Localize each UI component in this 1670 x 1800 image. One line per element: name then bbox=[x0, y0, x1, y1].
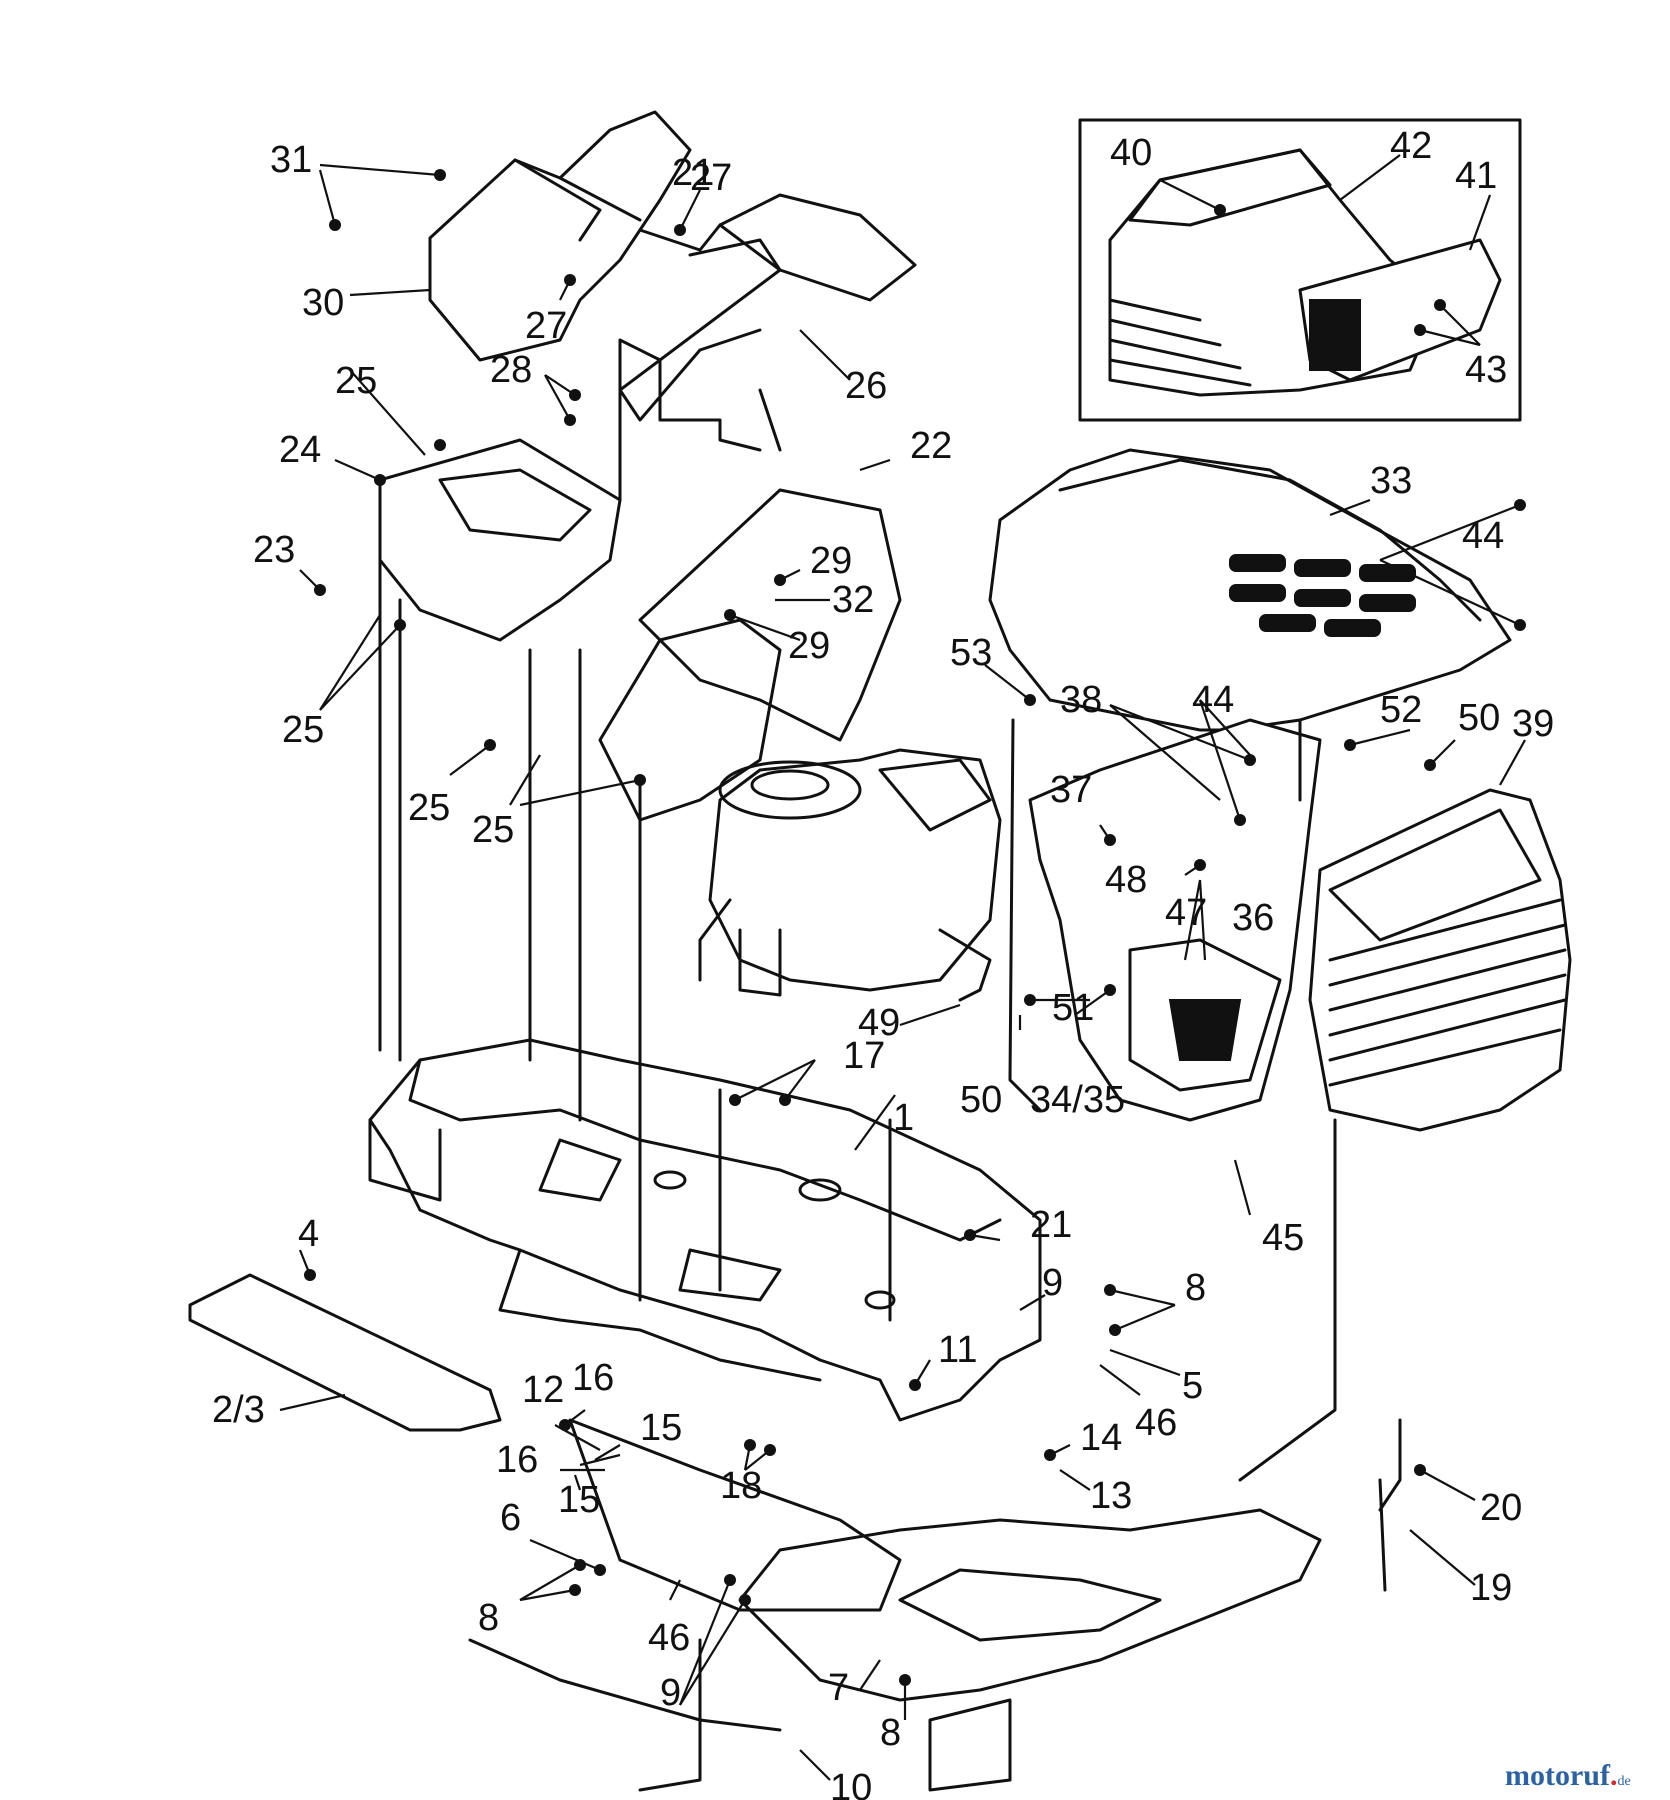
engine bbox=[698, 748, 1002, 1002]
callout-13: 13 bbox=[1090, 1475, 1132, 1517]
callout-1: 1 bbox=[893, 1097, 914, 1139]
callout-46-right: 46 bbox=[1135, 1402, 1177, 1444]
callout-41: 41 bbox=[1455, 155, 1497, 197]
callout-25-left: 25 bbox=[282, 709, 324, 751]
callout-11: 11 bbox=[938, 1329, 977, 1371]
callout-46-left: 46 bbox=[648, 1617, 690, 1659]
inset-ribs bbox=[1108, 298, 1252, 387]
callout-25-mid: 25 bbox=[408, 787, 450, 829]
callout-17: 17 bbox=[843, 1035, 885, 1077]
callout-6: 6 bbox=[500, 1497, 521, 1539]
callout-7: 7 bbox=[828, 1667, 849, 1709]
front-axle bbox=[738, 1508, 1322, 1792]
callout-51: 51 bbox=[1052, 987, 1094, 1029]
callout-53: 53 bbox=[950, 632, 992, 674]
callout-40: 40 bbox=[1110, 132, 1152, 174]
callout-14: 14 bbox=[1080, 1417, 1122, 1459]
callout-8-bottom: 8 bbox=[880, 1712, 901, 1754]
callout-33: 33 bbox=[1370, 460, 1412, 502]
callout-25-right: 25 bbox=[472, 809, 514, 851]
callout-9-right: 9 bbox=[1042, 1262, 1063, 1304]
support-rods bbox=[528, 648, 1402, 1792]
watermark-logo: motoruf.de bbox=[1505, 1759, 1631, 1792]
callout-44-mid: 44 bbox=[1192, 679, 1234, 721]
callout-5: 5 bbox=[1182, 1365, 1203, 1407]
callout-50-bottom: 50 bbox=[960, 1079, 1002, 1121]
rear-bar bbox=[468, 1418, 902, 1732]
callout-36: 36 bbox=[1232, 897, 1274, 939]
watermark-tld: de bbox=[1617, 1774, 1630, 1789]
fastener-dots bbox=[304, 169, 1526, 1686]
callout-43: 43 bbox=[1465, 349, 1507, 391]
callout-16-top: 16 bbox=[572, 1357, 614, 1399]
callout-38: 38 bbox=[1060, 679, 1102, 721]
callout-19: 19 bbox=[1470, 1567, 1512, 1609]
body-shroud bbox=[598, 488, 902, 822]
front-plate bbox=[188, 1273, 502, 1432]
callout-52: 52 bbox=[1380, 689, 1422, 731]
callout-21-bottom: 21 bbox=[1030, 1204, 1072, 1246]
callout-31: 31 bbox=[270, 139, 312, 181]
callout-34-35: 34/35 bbox=[1030, 1079, 1125, 1121]
callout-15-right: 15 bbox=[640, 1407, 682, 1449]
callout-30: 30 bbox=[302, 282, 344, 324]
callout-22: 22 bbox=[910, 425, 952, 467]
callout-15-left: 15 bbox=[558, 1479, 600, 1521]
callout-23: 23 bbox=[253, 529, 295, 571]
callout-9-bottom: 9 bbox=[660, 1672, 681, 1714]
callout-labels: 1 2/3 4 5 6 7 8 8 8 9 9 10 11 12 13 14 1… bbox=[212, 125, 1554, 1800]
callout-4: 4 bbox=[298, 1213, 319, 1255]
callout-2-3: 2/3 bbox=[212, 1389, 265, 1431]
leader-lines bbox=[279, 154, 1526, 1781]
callout-29-upper: 29 bbox=[810, 540, 852, 582]
callout-48: 48 bbox=[1105, 859, 1147, 901]
callout-39: 39 bbox=[1512, 703, 1554, 745]
hood-vents bbox=[1229, 554, 1416, 637]
watermark-dot: . bbox=[1610, 1759, 1618, 1792]
callout-45: 45 bbox=[1262, 1217, 1304, 1259]
svg-text:motoruf.de: motoruf.de bbox=[1505, 1759, 1631, 1792]
callout-27-lower: 27 bbox=[525, 305, 567, 347]
nose-cone-ribs bbox=[1328, 898, 1567, 1087]
callout-8-left: 8 bbox=[478, 1597, 499, 1639]
callout-20: 20 bbox=[1480, 1487, 1522, 1529]
callout-50-right: 50 bbox=[1458, 697, 1500, 739]
grille-housing bbox=[1028, 718, 1322, 1122]
steering-tower bbox=[378, 338, 782, 1062]
callout-42: 42 bbox=[1390, 125, 1432, 167]
callout-49: 49 bbox=[858, 1002, 900, 1044]
callout-18: 18 bbox=[720, 1465, 762, 1507]
nose-cone bbox=[1308, 788, 1572, 1132]
callout-25-top: 25 bbox=[335, 360, 377, 402]
callout-27-upper: 27 bbox=[690, 157, 732, 199]
callout-24: 24 bbox=[279, 429, 321, 471]
callout-26: 26 bbox=[845, 365, 887, 407]
callout-16-left: 16 bbox=[496, 1439, 538, 1481]
callout-32: 32 bbox=[832, 579, 874, 621]
hood bbox=[988, 448, 1512, 732]
callout-12: 12 bbox=[522, 1369, 564, 1411]
callout-21-top: 21 bbox=[672, 152, 714, 194]
callout-44-right: 44 bbox=[1462, 515, 1504, 557]
callout-29-lower: 29 bbox=[788, 625, 830, 667]
callout-8-right: 8 bbox=[1185, 1267, 1206, 1309]
watermark-brand: motoruf bbox=[1505, 1759, 1611, 1792]
callout-37: 37 bbox=[1050, 769, 1092, 811]
callout-47: 47 bbox=[1165, 892, 1207, 934]
callout-10: 10 bbox=[830, 1767, 872, 1800]
callout-28: 28 bbox=[490, 349, 532, 391]
